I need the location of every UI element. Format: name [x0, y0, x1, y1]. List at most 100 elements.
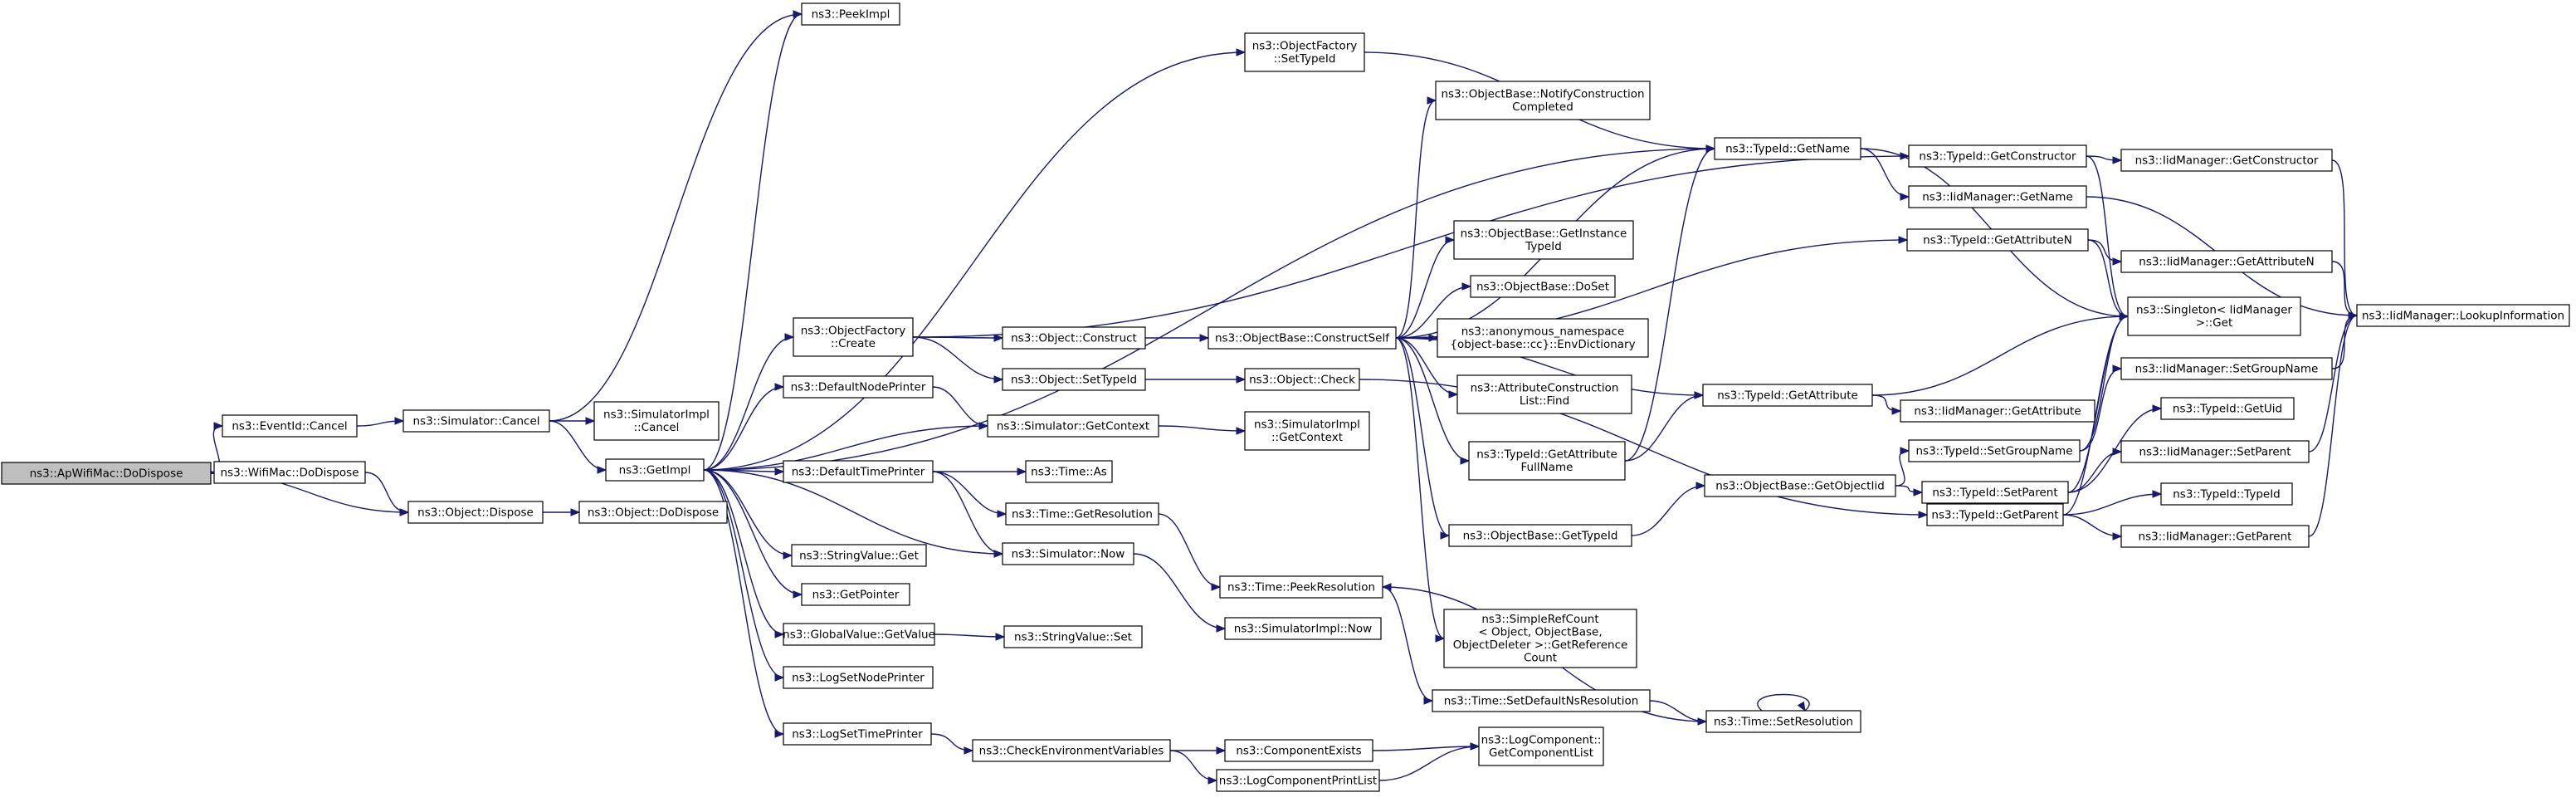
node-box — [783, 375, 934, 399]
node-simulator-getcontext[interactable]: ns3::Simulator::GetContext — [987, 414, 1159, 438]
node-label: ns3::Time::As — [1031, 465, 1107, 478]
node-typeid-getuid[interactable]: ns3::TypeId::GetUid — [2160, 397, 2295, 420]
edge-checkenvironmentvariables-to-componentexists — [1170, 746, 1227, 755]
node-iidmanager-getattributen[interactable]: ns3::IidManager::GetAttributeN — [2120, 250, 2333, 273]
node-simulator-now[interactable]: ns3::Simulator::Now — [1002, 542, 1134, 565]
node-object-check[interactable]: ns3::Object::Check — [1244, 368, 1360, 391]
edge-arrowhead — [1199, 334, 1210, 342]
node-objectbase-getobjectiid[interactable]: ns3::ObjectBase::GetObjectIid — [1704, 474, 1896, 497]
node-simulator-cancel[interactable]: ns3::Simulator::Cancel — [402, 409, 550, 433]
node-time-setdefaultnsresolution[interactable]: ns3::Time::SetDefaultNsResolution — [1432, 689, 1651, 712]
node-iidmanager-getconstructor[interactable]: ns3::IidManager::GetConstructor — [2120, 149, 2333, 172]
node-componentexists[interactable]: ns3::ComponentExists — [1224, 739, 1373, 762]
node-objectbase-doset[interactable]: ns3::ObjectBase::DoSet — [1470, 275, 1616, 298]
node-typeid-setgroupname[interactable]: ns3::TypeId::SetGroupName — [1908, 439, 2081, 462]
node-label: ns3::SimulatorImpl — [1254, 418, 1360, 432]
node-simulatorimpl-now[interactable]: ns3::SimulatorImpl::Now — [1224, 617, 1382, 640]
node-logsettimeprinter[interactable]: ns3::LogSetTimePrinter — [783, 722, 932, 746]
node-time-setresolution[interactable]: ns3::Time::SetResolution — [1705, 710, 1861, 733]
node-typeid-typeid[interactable]: ns3::TypeId::TypeId — [2160, 482, 2293, 506]
node-singleton-iidmanager-get[interactable]: ns3::Singleton< IidManager>::Get — [2127, 296, 2301, 336]
node-stringvalue-set[interactable]: ns3::StringValue::Set — [1003, 625, 1143, 648]
edge-arrowhead — [774, 730, 785, 738]
edge-time-setresolution-to-time-setresolution — [1757, 693, 1810, 712]
node-label: ::SetTypeId — [1274, 52, 1336, 66]
node-simulatorimpl-getcontext[interactable]: ns3::SimulatorImpl::GetContext — [1244, 411, 1370, 451]
node-eventid-cancel[interactable]: ns3::EventId::Cancel — [222, 414, 358, 438]
node-getpointer[interactable]: ns3::GetPointer — [801, 583, 910, 606]
node-typeid-getname[interactable]: ns3::TypeId::GetName — [1714, 137, 1861, 160]
edge-objectbase-gettypeid-to-objectbase-getobjectiid — [1631, 482, 1706, 536]
node-objectfactory-settypeid[interactable]: ns3::ObjectFactory::SetTypeId — [1244, 32, 1365, 72]
edge-arrowhead — [399, 508, 410, 516]
node-objectbase-notifyconstructioncompleted[interactable]: ns3::ObjectBase::NotifyConstructionCompl… — [1435, 81, 1651, 120]
edge-line — [703, 469, 784, 635]
node-iidmanager-getname[interactable]: ns3::IidManager::GetName — [1908, 185, 2087, 208]
node-simplerefcount-getreferencecount[interactable]: ns3::SimpleRefCount< Object, ObjectBase,… — [1443, 609, 1637, 668]
node-box — [1453, 220, 1634, 260]
node-anonymous-envdictionary[interactable]: ns3::anonymous_namespace{object-base::cc… — [1437, 318, 1649, 358]
node-typeid-getattributen[interactable]: ns3::TypeId::GetAttributeN — [1906, 228, 2089, 252]
node-label: ns3::EventId::Cancel — [232, 419, 347, 433]
node-object-dodispose[interactable]: ns3::Object::DoDispose — [578, 501, 728, 524]
edge-line — [932, 386, 988, 427]
node-simulatorimpl-cancel[interactable]: ns3::SimulatorImpl::Cancel — [593, 401, 720, 441]
node-box — [801, 583, 910, 606]
node-label: ns3::IidManager::GetName — [1922, 190, 2073, 203]
node-label: ns3::Singleton< IidManager — [2136, 304, 2292, 317]
node-object-settypeid[interactable]: ns3::Object::SetTypeId — [1002, 368, 1146, 391]
node-box — [1224, 739, 1373, 762]
node-label: ::Create — [831, 337, 876, 350]
node-label: ns3::IidManager::GetAttribute — [1914, 404, 2081, 418]
node-object-dispose[interactable]: ns3::Object::Dispose — [407, 501, 544, 524]
node-iidmanager-setparent[interactable]: ns3::IidManager::SetParent — [2120, 440, 2310, 463]
edge-line — [1895, 450, 1910, 487]
node-objectbase-gettypeid[interactable]: ns3::ObjectBase::GetTypeId — [1448, 524, 1632, 547]
node-defaulttimeprinter[interactable]: ns3::DefaultTimePrinter — [783, 460, 934, 483]
node-time-peekresolution[interactable]: ns3::Time::PeekResolution — [1219, 575, 1383, 599]
edge-line — [2308, 315, 2358, 452]
node-objectfactory-create[interactable]: ns3::ObjectFactory::Create — [793, 317, 914, 357]
node-defaultnodeprinter[interactable]: ns3::DefaultNodePrinter — [783, 375, 934, 399]
node-time-getresolution[interactable]: ns3::Time::GetResolution — [1005, 502, 1159, 526]
edge-typeid-getattributen-to-iidmanager-getattributen — [2087, 239, 2123, 266]
edge-arrowhead — [2112, 257, 2123, 266]
node-checkenvironmentvariables[interactable]: ns3::CheckEnvironmentVariables — [972, 739, 1171, 762]
node-typeid-getparent[interactable]: ns3::TypeId::GetParent — [1926, 503, 2064, 526]
node-logcomponentprintlist[interactable]: ns3::LogComponentPrintList — [1216, 769, 1380, 792]
node-iidmanager-lookupinformation[interactable]: ns3::IidManager::LookupInformation — [2356, 304, 2570, 327]
node-wifimac-dodispose[interactable]: ns3::WifiMac::DoDispose — [213, 461, 366, 484]
node-typeid-getattribute[interactable]: ns3::TypeId::GetAttribute — [1702, 384, 1873, 407]
node-box — [1921, 481, 2069, 504]
node-box — [1435, 81, 1651, 120]
node-objectbase-constructself[interactable]: ns3::ObjectBase::ConstructSelf — [1208, 326, 1397, 350]
node-box — [2356, 304, 2570, 327]
edge-line — [1871, 394, 1901, 412]
edge-object-settypeid-to-object-check — [1144, 375, 1247, 384]
node-iidmanager-getparent[interactable]: ns3::IidManager::GetParent — [2120, 525, 2310, 548]
node-box — [783, 666, 934, 689]
node-label: ns3::TypeId::GetAttribute — [1476, 448, 1617, 462]
node-stringvalue-get[interactable]: ns3::StringValue::Get — [791, 544, 927, 567]
node-label: ns3::IidManager::GetConstructor — [2135, 154, 2319, 167]
node-apwifimac-dodispose[interactable]: ns3::ApWifiMac::DoDispose — [1, 462, 212, 485]
node-logcomponent-getcomponentlist[interactable]: ns3::LogComponent::GetComponentList — [1478, 726, 1604, 766]
edge-arrowhead — [993, 334, 1004, 342]
node-label: ns3::IidManager::GetAttributeN — [2139, 255, 2314, 268]
node-object-construct[interactable]: ns3::Object::Construct — [1002, 326, 1146, 350]
node-box — [407, 501, 544, 524]
node-logsetnodeprinter[interactable]: ns3::LogSetNodePrinter — [783, 666, 934, 689]
node-time-as[interactable]: ns3::Time::As — [1025, 460, 1113, 483]
node-typeid-getconstructor[interactable]: ns3::TypeId::GetConstructor — [1908, 144, 2087, 168]
node-iidmanager-getattribute[interactable]: ns3::IidManager::GetAttribute — [1900, 399, 2095, 423]
node-peekimpl[interactable]: ns3::PeekImpl — [801, 2, 900, 26]
edge-simulator-now-to-simulatorimpl-now — [1133, 553, 1227, 633]
node-box — [801, 2, 900, 26]
node-getimpl[interactable]: ns3::GetImpl — [605, 458, 705, 482]
node-globalvalue-getvalue[interactable]: ns3::GlobalValue::GetValue — [783, 623, 935, 646]
node-typeid-setparent[interactable]: ns3::TypeId::SetParent — [1921, 481, 2069, 504]
node-iidmanager-setgroupname[interactable]: ns3::IidManager::SetGroupName — [2120, 357, 2333, 380]
